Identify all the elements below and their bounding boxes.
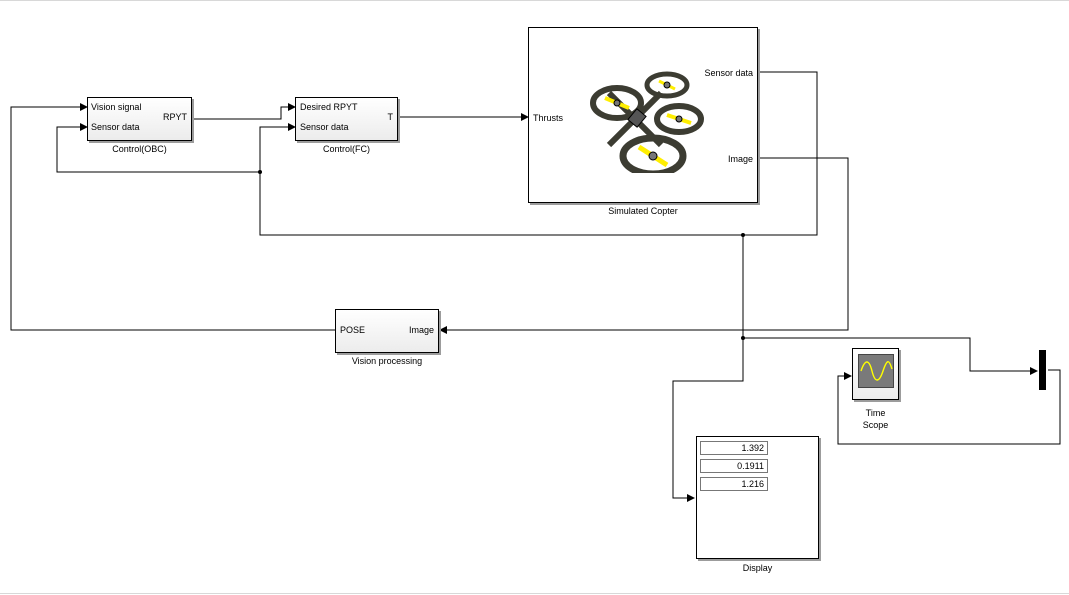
port-desired-rpyt: Desired RPYT (300, 102, 358, 112)
time-scope-block[interactable] (852, 348, 899, 400)
time-scope-caption-line1: Time (865, 408, 886, 418)
vision-processing-caption: Vision processing (351, 356, 423, 366)
scope-icon (858, 354, 894, 388)
top-border (0, 0, 1069, 1)
control-obc-caption: Control(OBC) (112, 144, 167, 154)
wire-rpyt (192, 103, 296, 120)
wire-sensor-data (259, 71, 818, 236)
display-value-2: 0.1911 (700, 459, 768, 473)
display-value-1: 1.392 (700, 441, 768, 455)
wire-image (439, 157, 849, 334)
branch-point (258, 170, 262, 174)
port-sensor-data: Sensor data (300, 122, 349, 132)
wire-sensor-to-obc (56, 123, 260, 173)
bottom-border (0, 593, 1069, 594)
port-thrusts: Thrusts (533, 113, 564, 123)
control-fc-caption: Control(FC) (322, 144, 370, 154)
control-obc-block[interactable]: Vision signal Sensor data RPYT (87, 97, 192, 141)
control-fc-block[interactable]: Desired RPYT Sensor data T (295, 97, 398, 141)
port-image: Image (408, 325, 434, 335)
branch-point (741, 336, 745, 340)
port-pose: POSE (340, 325, 366, 335)
port-sensor-data: Sensor data (704, 68, 753, 78)
port-vision-signal: Vision signal (91, 102, 142, 112)
display-value-3: 1.216 (700, 477, 768, 491)
vision-processing-block[interactable]: POSE Image (335, 309, 439, 353)
wire-sensor-to-display (672, 235, 744, 502)
wire-pose (10, 103, 335, 331)
port-rpyt: RPYT (162, 112, 187, 122)
port-image: Image (727, 154, 753, 164)
simulated-copter-caption: Simulated Copter (608, 206, 678, 216)
wire-sensor-to-mux (743, 337, 1038, 375)
branch-point (741, 233, 745, 237)
simulated-copter-block[interactable]: Thrusts Sensor data Image (528, 27, 758, 203)
port-sensor-data: Sensor data (91, 122, 140, 132)
display-caption: Display (742, 563, 773, 573)
port-t: T (387, 112, 394, 122)
mux-icon[interactable] (1039, 350, 1046, 390)
quadcopter-icon (590, 71, 704, 173)
display-block[interactable]: 1.392 0.1911 1.216 (696, 436, 819, 559)
time-scope-caption-line2: Scope (862, 420, 889, 430)
wire-mux-to-scope (837, 369, 1061, 445)
